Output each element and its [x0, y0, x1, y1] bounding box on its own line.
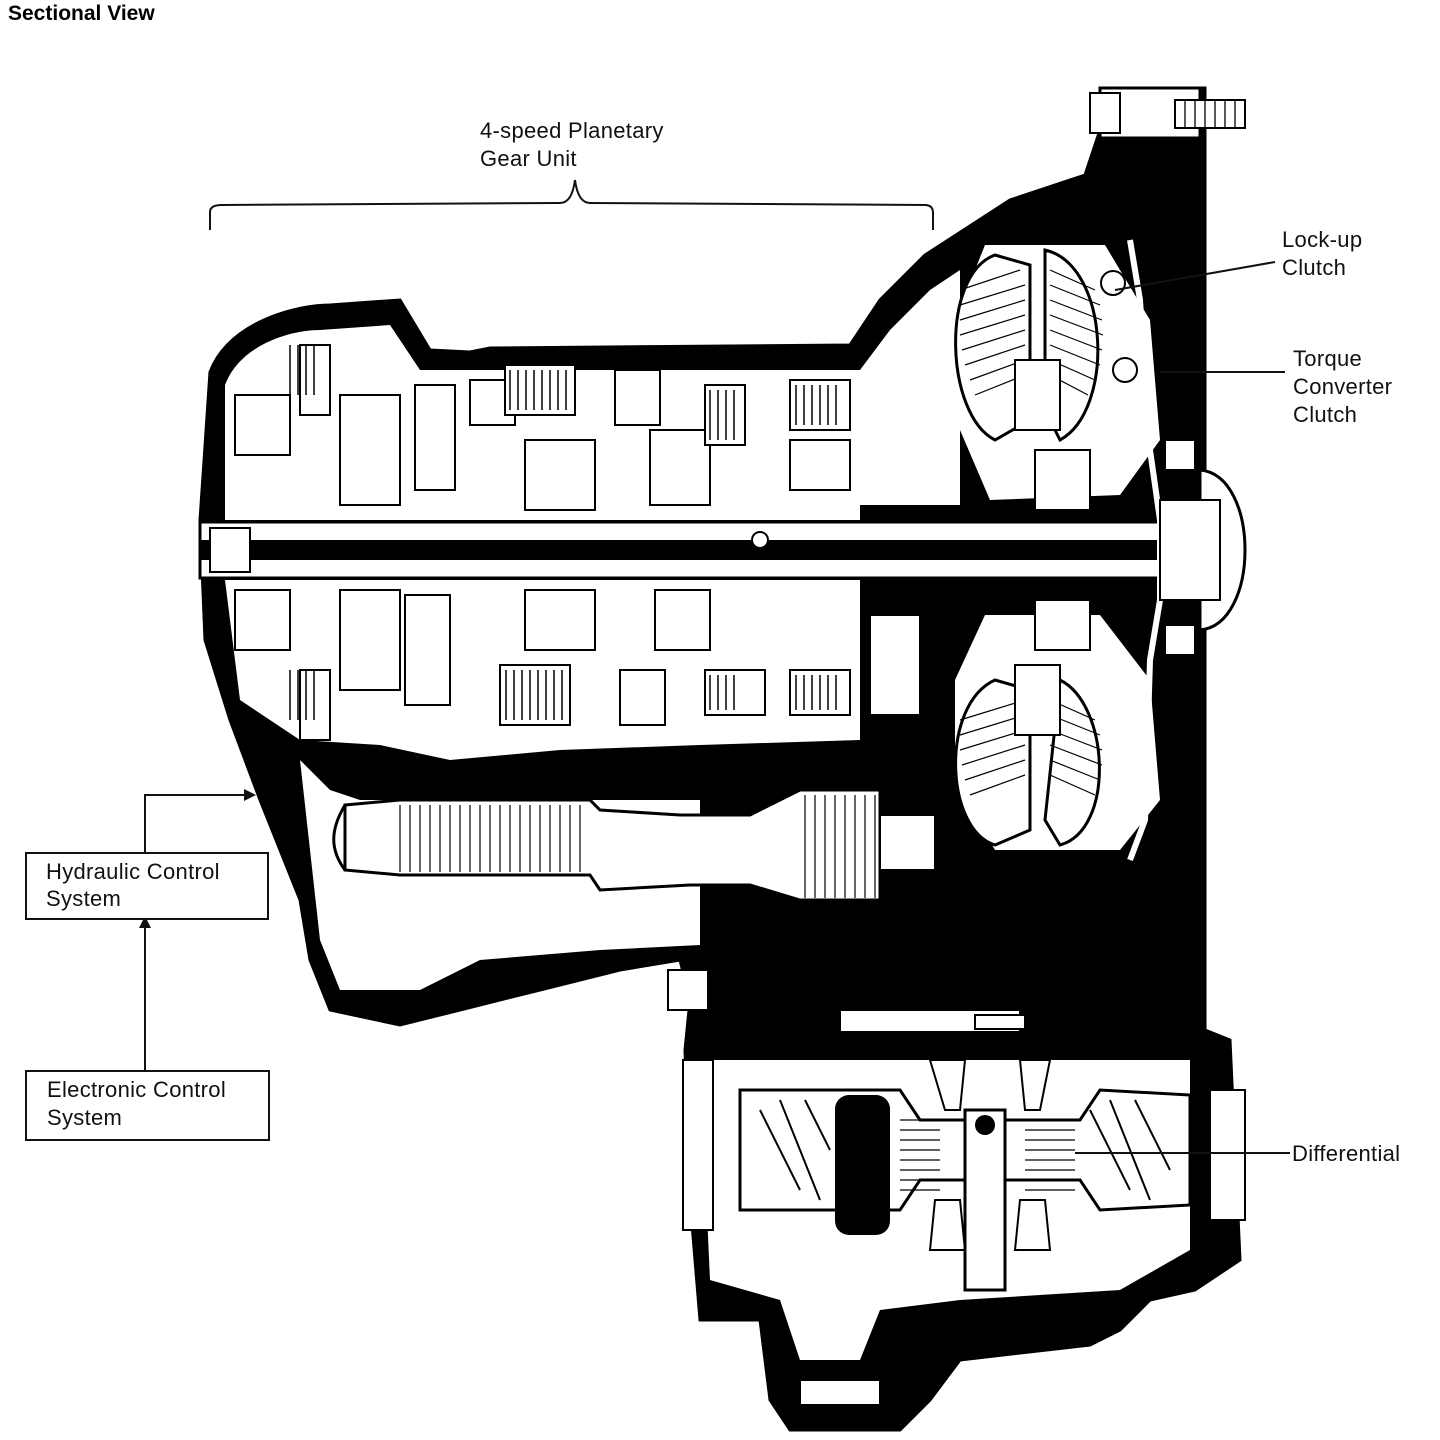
- leader-lines: [1075, 261, 1290, 1154]
- label-planetary-line2: Gear Unit: [480, 146, 577, 171]
- label-hydraulic-line1: Hydraulic Control: [46, 859, 220, 884]
- planetary-gear-unit: [234, 344, 921, 741]
- label-lockup-line2: Clutch: [1282, 255, 1347, 280]
- main-shaft: [198, 520, 1212, 580]
- label-electronic-line2: System: [47, 1105, 123, 1130]
- label-torque-line3: Clutch: [1293, 402, 1358, 427]
- counter-shaft: [332, 788, 936, 902]
- diagram-title: Sectional View: [8, 2, 155, 25]
- differential-assembly: [667, 969, 1246, 1406]
- label-electronic-line1: Electronic Control: [47, 1077, 227, 1102]
- label-differential: Differential: [1292, 1141, 1401, 1166]
- arrowhead-to-housing: [244, 789, 256, 801]
- control-flow-arrows: [144, 794, 248, 1070]
- converter-hub-and-bolt: [1089, 86, 1247, 656]
- planetary-brace: [209, 179, 934, 230]
- label-torque-line2: Converter: [1293, 374, 1393, 399]
- electronic-control-box: Electronic Control System: [25, 1070, 270, 1141]
- label-torque-line1: Torque: [1293, 346, 1363, 371]
- clutch-discs: [289, 345, 837, 720]
- label-planetary-line1: 4-speed Planetary: [480, 118, 664, 143]
- label-lockup-line1: Lock-up: [1282, 227, 1363, 252]
- arrowhead-to-hydraulic: [139, 916, 151, 928]
- hydraulic-control-box: Hydraulic Control System: [25, 852, 269, 920]
- torque-converter: [954, 239, 1163, 862]
- label-hydraulic-line2: System: [46, 886, 122, 911]
